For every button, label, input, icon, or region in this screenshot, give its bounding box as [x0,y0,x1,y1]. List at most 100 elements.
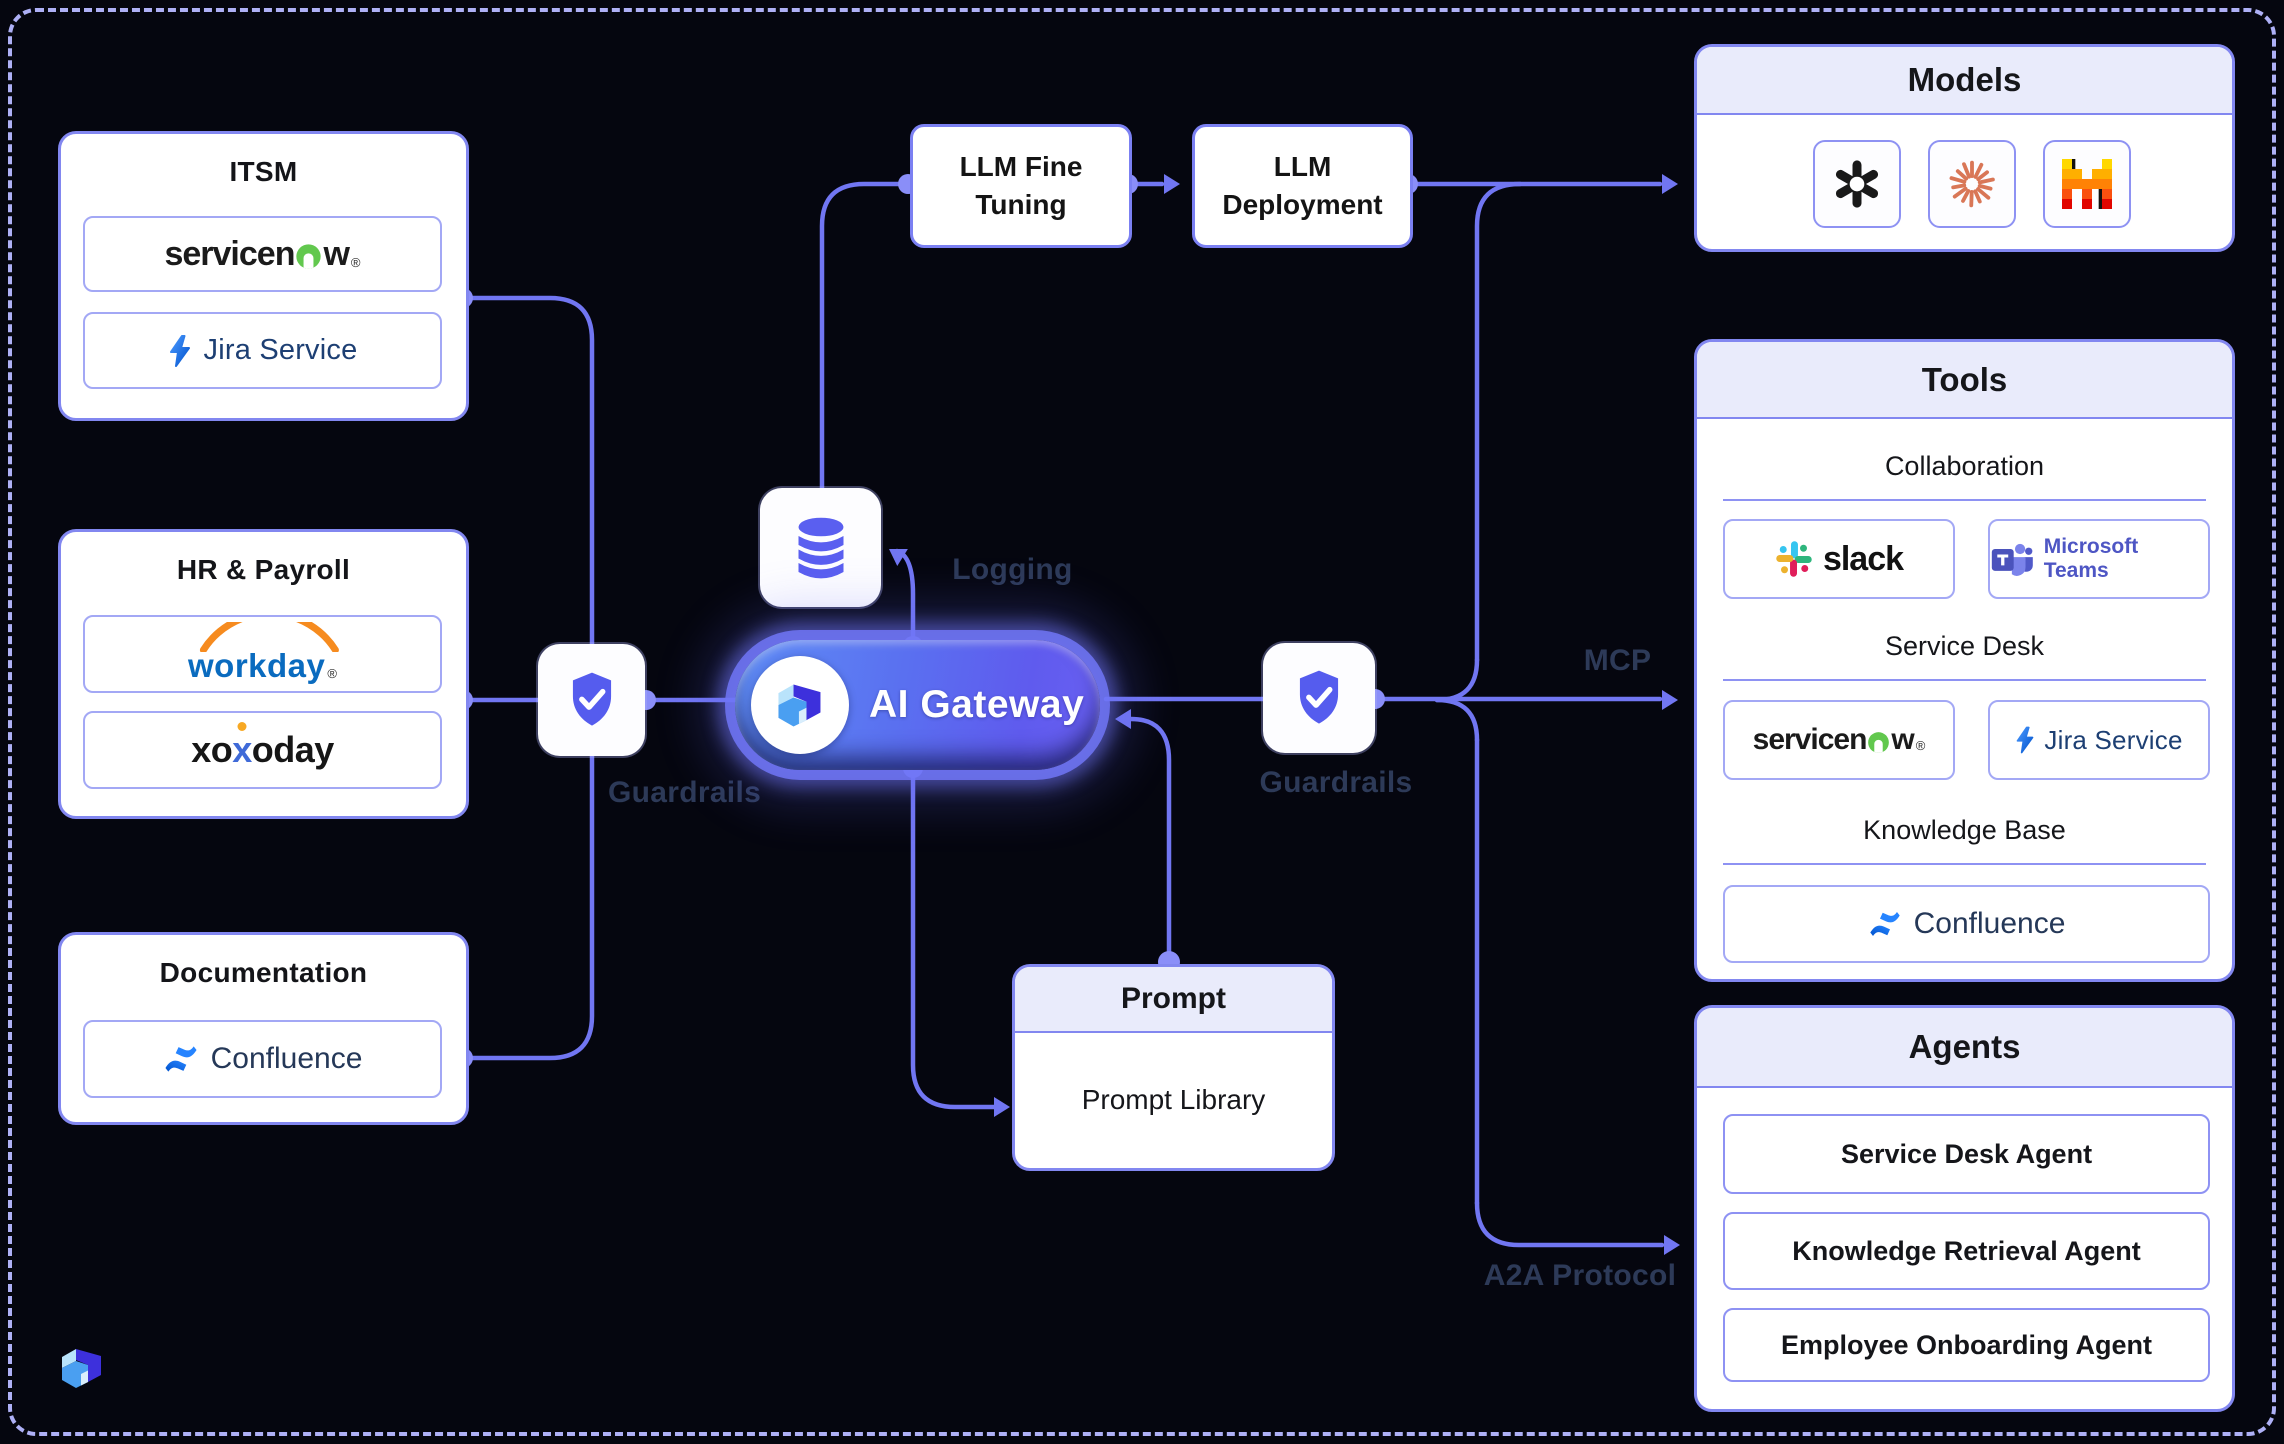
jira-tool-tile: Jira Service [1988,700,2210,780]
xoxoday-post: oday [251,729,335,770]
brand-logo [56,1344,108,1397]
servicenow-logo: servicen w® [164,235,360,274]
documentation-title: Documentation [159,957,368,988]
model-tile-mistral [2043,140,2131,228]
jira-service-tile: Jira Service [83,312,442,389]
xoxoday-x-mark: x [232,729,252,770]
wire-prompt-to-gateway [1128,716,1172,965]
jira-service-label-tools: Jira Service [2044,724,2183,755]
slack-icon [1776,541,1812,577]
brand-cube-icon [62,1349,101,1388]
servicenow-wordmark-suffix: w [323,234,349,273]
wire-itsm-to-guardrails [460,295,595,653]
arrowhead-mcp [1662,690,1678,710]
servicenow-o-icon-tools [1868,731,1890,753]
slack-tile: slack [1723,519,1955,599]
servicenow-tools-pre: servicen [1752,723,1868,756]
wire-branch-up [1474,181,1523,663]
prompt-title: Prompt [1015,967,1332,1033]
wire-gateway-to-prompt [910,765,997,1110]
workday-logo: workday® [188,647,337,685]
hr-payroll-title: HR & Payroll [176,554,351,585]
confluence-tile-docs: Confluence [83,1020,442,1098]
ai-gateway-label: AI Gateway [869,683,1085,726]
a2a-protocol-label: A2A Protocol [1483,1259,1677,1292]
model-tile-openai [1813,140,1901,228]
servicenow-tools-suffix: w [1891,723,1914,756]
guardrails-right-label: Guardrails [1259,766,1413,799]
confluence-icon [165,1046,197,1072]
servicenow-tile: servicen w® [83,216,442,292]
collaboration-section-label: Collaboration [1884,451,2045,481]
arrowhead-deployment [1164,174,1180,194]
wire-gateway-to-logging [894,548,916,649]
knowledge-base-section-label: Knowledge Base [1863,815,2066,845]
workday-wordmark: workday [188,647,326,684]
guardrails-left-label: Guardrails [608,776,762,809]
arrowhead-into-gateway [1115,709,1131,729]
guardrails-right-box [1263,643,1375,753]
confluence-label-tools: Confluence [1913,907,2066,940]
agent-tile-service-desk: Service Desk Agent [1723,1114,2210,1194]
wire-branch-fillet-bottom [1434,697,1480,743]
jira-bolt-icon-tools [2017,726,2034,754]
confluence-icon-tools [1869,912,1900,936]
servicenow-o-icon [296,243,322,269]
gateway-logo-circle [751,656,849,754]
tools-panel: Tools Collaboration slack [1694,339,2235,982]
microsoft-teams-label: Microsoft Teams [2043,535,2139,582]
arrowhead-models [1662,174,1678,194]
confluence-label-docs: Confluence [210,1042,363,1075]
divider-service-desk [1723,679,2206,681]
jira-bolt-icon [169,334,190,367]
logging-label: Logging [952,553,1073,586]
wire-branch-fillet-top [1434,657,1480,703]
database-icon [798,517,843,578]
agents-body: Service Desk Agent Knowledge Retrieval A… [1697,1088,2232,1408]
shield-check-icon-right [1299,670,1339,724]
arrowhead-logging [889,548,908,566]
servicenow-reg: ® [350,254,361,270]
agents-panel: Agents Service Desk Agent Knowledge Retr… [1694,1005,2235,1412]
wire-finetuning-to-logging-db [819,181,911,493]
servicenow-tool-tile: servicen w® [1723,700,1955,780]
models-panel: Models [1694,44,2235,252]
guardrails-left-box [538,644,645,756]
agents-title: Agents [1697,1008,2232,1088]
logging-db-box [760,488,881,607]
agent-tile-employee-onboarding: Employee Onboarding Agent [1723,1308,2210,1382]
mcp-label: MCP [1583,644,1652,677]
arrowhead-a2a [1664,1235,1680,1255]
itsm-title: ITSM [229,156,298,187]
slack-label: slack [1822,539,1904,578]
workday-arc-icon [199,622,339,652]
servicenow-logo-tools: servicen w® [1753,723,1926,757]
jira-service-label: Jira Service [203,334,358,366]
llm-fine-tuning-box: LLM Fine Tuning [910,124,1132,248]
tools-title: Tools [1697,342,2232,419]
openai-icon [1835,160,1879,208]
llm-deployment-box: LLM Deployment [1192,124,1413,248]
workday-tile: workday® [83,615,442,693]
llm-deployment-label: LLM Deployment [1222,151,1383,220]
xoxoday-pre: xo [191,729,233,770]
model-tile-claude [1928,140,2016,228]
divider-collaboration [1723,499,2206,501]
teams-tile: Microsoft Teams [1988,519,2210,599]
agent-tile-knowledge-retrieval: Knowledge Retrieval Agent [1723,1212,2210,1290]
ai-gateway-node: AI Gateway [735,640,1100,770]
arrowhead-prompt [994,1097,1010,1117]
prompt-panel: Prompt Prompt Library [1012,964,1335,1171]
llm-fine-tuning-label: LLM Fine Tuning [959,151,1083,220]
tools-body: Collaboration slack [1697,419,2232,979]
wire-a2a-to-agents [1474,1200,1665,1248]
service-desk-section-label: Service Desk [1884,631,2045,661]
models-title: Models [1697,47,2232,115]
servicenow-tools-reg: ® [1915,738,1926,753]
servicenow-wordmark-pre: servicen [164,234,295,273]
gateway-cube-icon [778,684,821,727]
prompt-library-item: Prompt Library [1081,1083,1266,1115]
shield-check-icon [572,672,611,726]
